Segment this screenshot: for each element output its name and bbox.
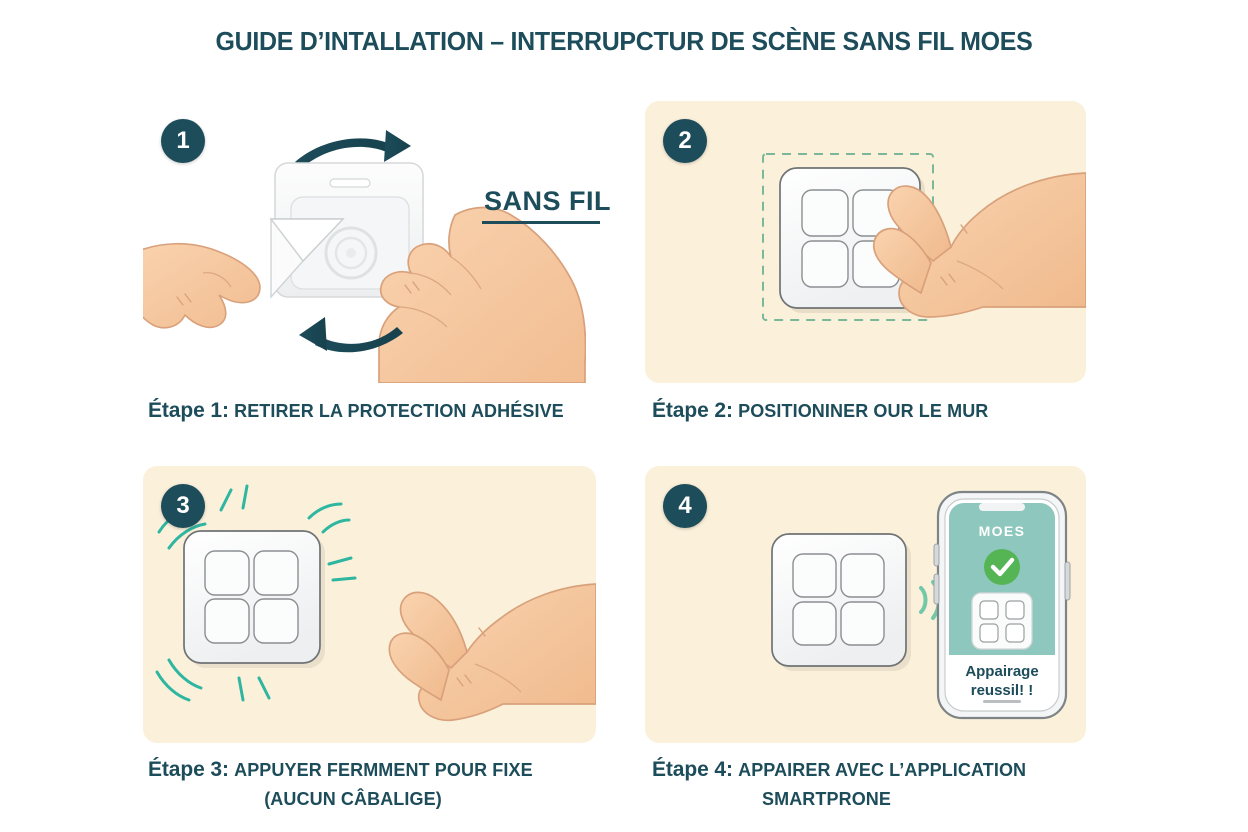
page-title: GUIDE D’INTALLATION – INTERRUPCTUR DE SC… [215,26,1033,56]
caption-step-word-1: Étape 1: [148,399,229,422]
adhesive-film [269,218,345,299]
step-badge-2: 2 [663,119,707,163]
switch-button-3 [792,601,837,646]
caption-step-4: Étape 4: APPAIRER AVEC L’APPLICATION SMA… [652,755,1092,814]
switch-button-4 [253,598,299,644]
sans-fil-underline [482,221,600,224]
caption-step-text-4: APPAIRER AVEC L’APPLICATION [738,760,1027,780]
rotation-arrow-top-icon [295,130,411,167]
switch-button-2 [840,553,885,598]
switch-device [771,533,907,667]
caption-step-text-4-line2: SMARTPRONE [762,789,892,809]
switch-button-1 [801,189,849,237]
switch-button-1 [204,550,250,596]
switch-button-2 [253,550,299,596]
switch-button-4 [840,601,885,646]
caption-step-1: Étape 1: RETIRER LA PROTECTION ADHÉSIVE [148,396,564,426]
positioning-hand [872,172,1086,318]
caption-step-word-3: Étape 3: [148,758,229,781]
caption-step-text-3: APPUYER FERMMENT POUR FIXE [234,760,533,780]
step-panel-4: MOES Appairage reussil! ! 4 [645,466,1086,743]
right-hand [378,206,586,383]
pairing-message: Appairage reussil! ! [938,662,1066,700]
caption-step-text-1: RETIRER LA PROTECTION ADHÉSIVE [234,401,564,421]
pairing-message-line2: reussil! ! [970,682,1034,699]
illustration-step-3 [155,484,596,722]
caption-step-word-4: Étape 4: [652,758,733,781]
check-circle-icon [984,549,1020,585]
step-panel-1: 1 [143,101,586,383]
switch-button-3 [204,598,250,644]
step-panel-2: 2 [645,101,1086,383]
smartphone: MOES [933,490,1071,720]
switch-device [183,530,321,664]
sans-fil-label: SANS FIL [484,186,612,216]
caption-step-text-2: POSITIONINER OUR LE MUR [738,401,989,421]
step-badge-1: 1 [161,119,205,163]
step-badge-4: 4 [663,484,707,528]
caption-step-3: Étape 3: APPUYER FERMMENT POUR FIXE (AUC… [148,755,608,814]
caption-step-2: Étape 2: POSITIONINER OUR LE MUR [652,396,988,426]
caption-step-word-2: Étape 2: [652,399,733,422]
app-message-area [949,655,1055,707]
app-name-label: MOES [979,523,1026,539]
press-impact-lines [155,484,357,702]
switch-button-3 [801,240,849,288]
switch-button-1 [792,553,837,598]
caption-step-text-3-line2: (AUCUN CÂBALIGE) [264,789,442,809]
app-device-preview [971,592,1033,650]
rotation-arrow-bottom-icon [299,317,403,353]
illustration-step-2 [762,153,1086,321]
pairing-message-line1: Appairage [965,663,1039,680]
step-panel-3: 3 [143,466,596,743]
step-badge-3: 3 [161,484,205,528]
illustration-step-4: MOES [771,490,1071,720]
left-hand [143,242,261,329]
illustration-step-1 [143,130,586,383]
pressing-hand [388,583,596,722]
